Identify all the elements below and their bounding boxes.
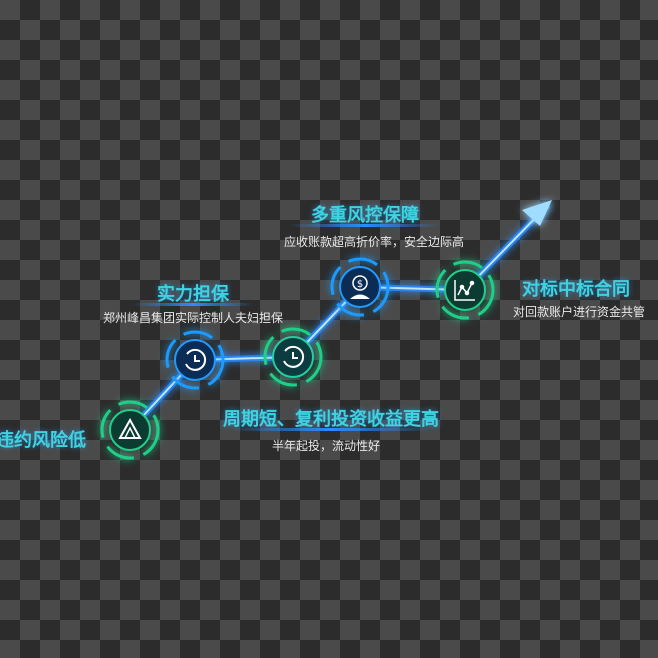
svg-text:$: $ [357, 279, 363, 290]
divider [231, 428, 431, 431]
node-1 [100, 400, 160, 460]
node-5 [435, 260, 495, 320]
step-2-subtitle: 郑州峰昌集团实际控制人夫妇担保 [102, 311, 284, 325]
step-3-title: 周期短、复利投资收益更高 [223, 409, 439, 430]
divider [133, 303, 253, 306]
step-2-title: 实力担保 [157, 284, 229, 305]
step-4-title: 多重风控保障 [311, 205, 419, 226]
node-3 [263, 327, 323, 387]
clock-history-icon [283, 345, 305, 368]
clock-history-icon [185, 348, 207, 371]
chart-line-icon [454, 280, 475, 301]
triangle-icon [118, 417, 142, 439]
step-5-title: 对标中标合同 [522, 279, 630, 300]
node-2 [165, 330, 225, 390]
arrow-head-icon [522, 200, 552, 226]
node-4: $ [330, 257, 390, 317]
step-4-subtitle: 应收账款超高折价率，安全边际高 [283, 235, 465, 249]
dollar-person-icon: $ [350, 275, 370, 299]
step-3-subtitle: 半年起投，流动性好 [271, 439, 381, 453]
step-5-subtitle: 对回款账户进行资金共管 [513, 305, 646, 319]
step-1-title: 违约风险低 [0, 430, 86, 451]
divider [290, 224, 440, 227]
